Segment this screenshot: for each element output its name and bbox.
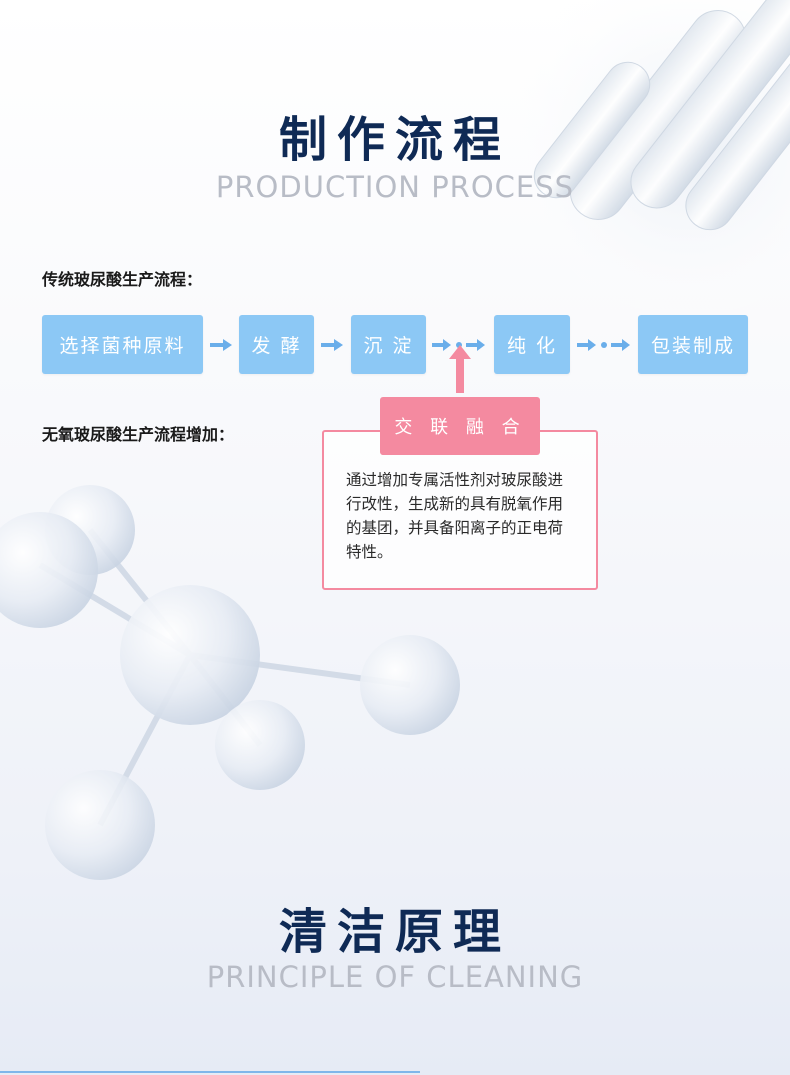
molecule-image — [0, 485, 460, 880]
anaerobic-process-label: 无氧玻尿酸生产流程增加： — [42, 425, 235, 444]
bottom-divider — [0, 1071, 420, 1073]
glass-tubes-image — [490, 0, 790, 310]
arrow-right-icon — [210, 339, 232, 351]
arrow-up-icon — [449, 345, 471, 393]
step-precipitation: 沉 淀 — [351, 315, 426, 374]
crosslink-description-box: 通过增加专属活性剂对玻尿酸进行改性，生成新的具有脱氧作用的基团，并具备阳离子的正… — [322, 430, 598, 590]
arrow-dot-right-icon — [432, 339, 485, 351]
step-select-strain: 选择菌种原料 — [42, 315, 203, 374]
step-fermentation: 发 酵 — [239, 315, 314, 374]
process-flow: 选择菌种原料 发 酵 沉 淀 纯 化 包装制成 — [42, 315, 752, 374]
crosslink-fusion-step: 交 联 融 合 — [380, 397, 540, 455]
traditional-process-label: 传统玻尿酸生产流程： — [42, 270, 203, 289]
step-purification: 纯 化 — [494, 315, 570, 374]
production-title: 制作流程 — [278, 112, 511, 168]
cleaning-subtitle: PRINCIPLE OF CLEANING — [206, 960, 584, 994]
crosslink-description: 通过增加专属活性剂对玻尿酸进行改性，生成新的具有脱氧作用的基团，并具备阳离子的正… — [346, 471, 564, 561]
cleaning-title: 清洁原理 — [278, 904, 511, 960]
step-packaging: 包装制成 — [638, 315, 748, 374]
production-subtitle: PRODUCTION PROCESS — [215, 170, 575, 204]
arrow-right-icon — [321, 339, 343, 351]
arrow-dot-right-icon — [577, 339, 630, 351]
